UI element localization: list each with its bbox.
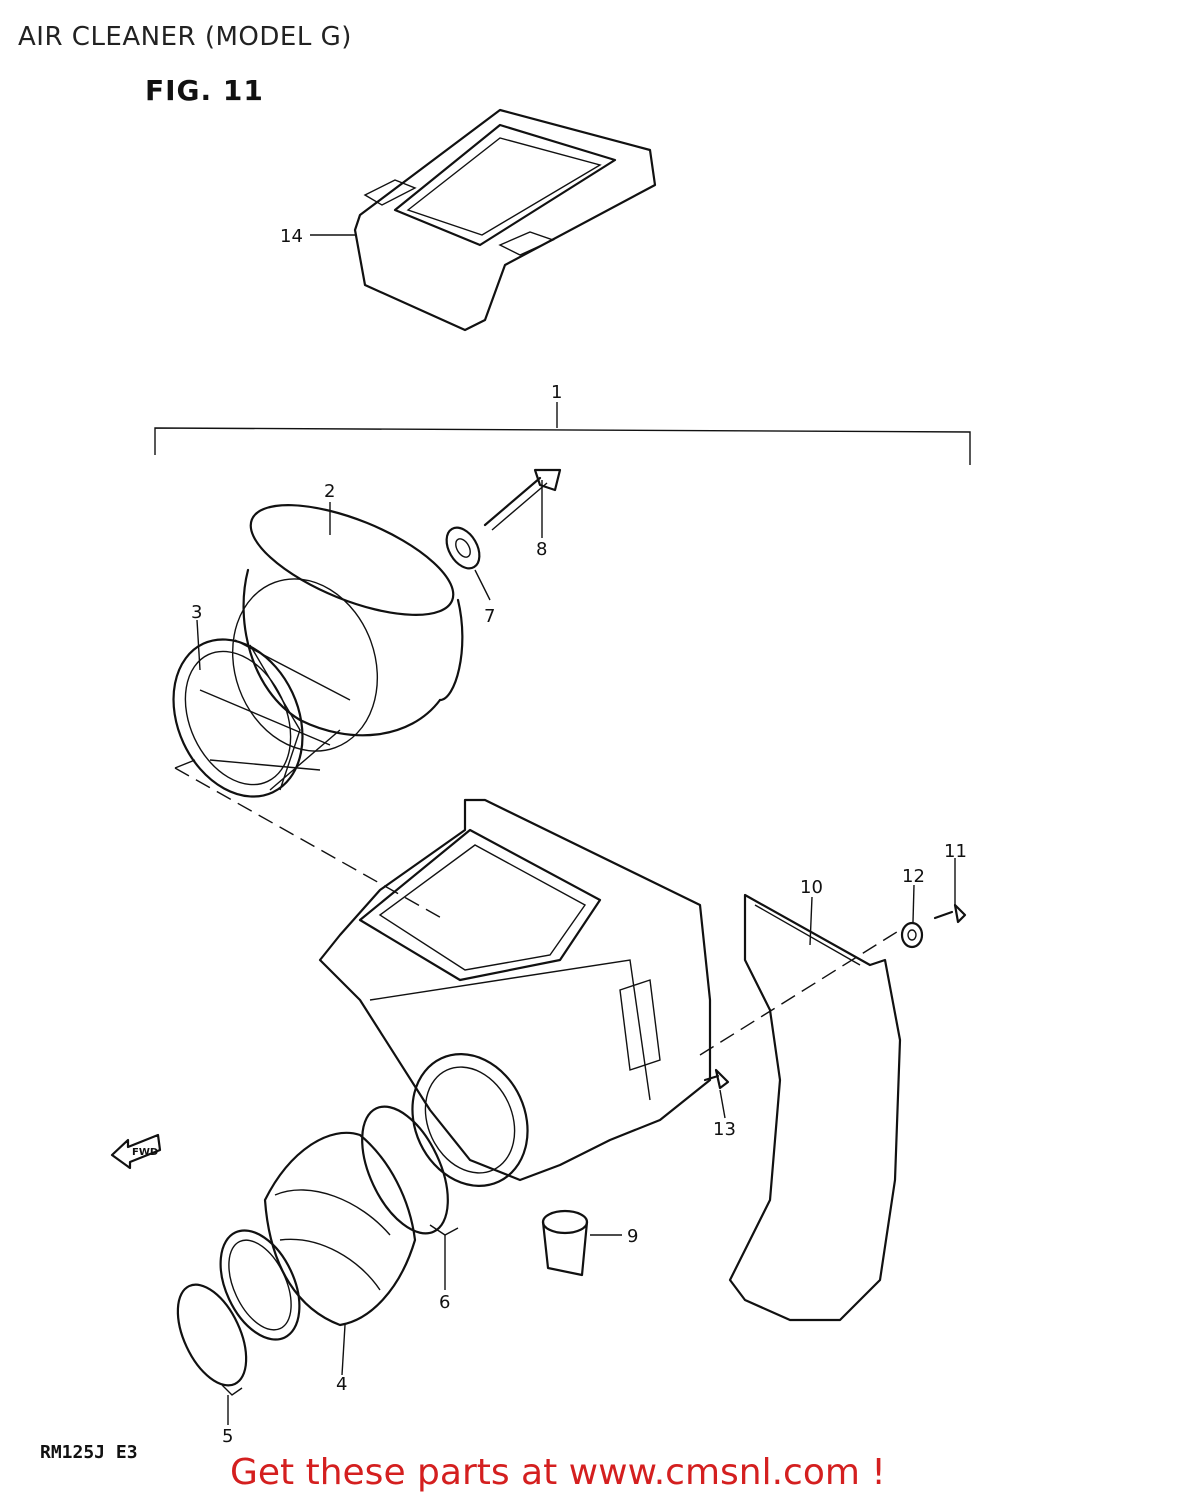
page-title: AIR CLEANER (MODEL G) <box>18 22 352 52</box>
model-code: RM125J E3 <box>40 1442 138 1463</box>
air-box-body[interactable] <box>318 798 712 1205</box>
callout-3: 3 <box>191 602 202 623</box>
part-14-cover[interactable] <box>353 108 657 332</box>
callout-labels: 1 2 3 4 5 6 7 8 9 10 11 12 13 14 <box>191 226 967 1447</box>
callout-14: 14 <box>280 226 303 247</box>
footer-promo-link[interactable]: Get these parts at www.cmsnl.com ! <box>230 1452 886 1493</box>
callout-8: 8 <box>536 539 547 560</box>
part-2-filter-element[interactable] <box>209 482 467 771</box>
callout-2: 2 <box>324 481 335 502</box>
fwd-label: FWD <box>132 1147 158 1158</box>
callout-5: 5 <box>222 1426 233 1447</box>
part-6-clamp[interactable] <box>345 1094 466 1247</box>
part-9-grommet[interactable] <box>541 1209 589 1277</box>
part-5-clamp[interactable] <box>164 1274 260 1396</box>
callout-13: 13 <box>713 1119 736 1140</box>
callout-leaders <box>196 234 956 1425</box>
callout-6: 6 <box>439 1292 450 1313</box>
assembly-guide-lines <box>174 759 901 1056</box>
callout-12: 12 <box>902 866 925 887</box>
part-10-duct[interactable] <box>728 893 902 1322</box>
part-11-bolt[interactable] <box>933 903 967 924</box>
callout-7: 7 <box>484 606 495 627</box>
part-8-wing-bolt[interactable] <box>483 468 562 531</box>
fwd-arrow-icon: FWD <box>110 1133 162 1170</box>
part-4-intake-boot[interactable] <box>205 1131 417 1352</box>
callout-1: 1 <box>551 382 562 403</box>
part-13-bolt[interactable] <box>703 1068 730 1090</box>
callout-4: 4 <box>336 1374 347 1395</box>
figure-label: FIG. 11 <box>145 74 264 107</box>
part-3-filter-cage[interactable] <box>149 618 351 817</box>
callout-10: 10 <box>800 877 823 898</box>
part-12-washer[interactable] <box>900 921 924 949</box>
part-7-washer[interactable] <box>440 522 486 574</box>
callout-11: 11 <box>944 841 967 862</box>
callout-9: 9 <box>627 1226 638 1247</box>
assembly-1-bracket <box>154 402 971 465</box>
